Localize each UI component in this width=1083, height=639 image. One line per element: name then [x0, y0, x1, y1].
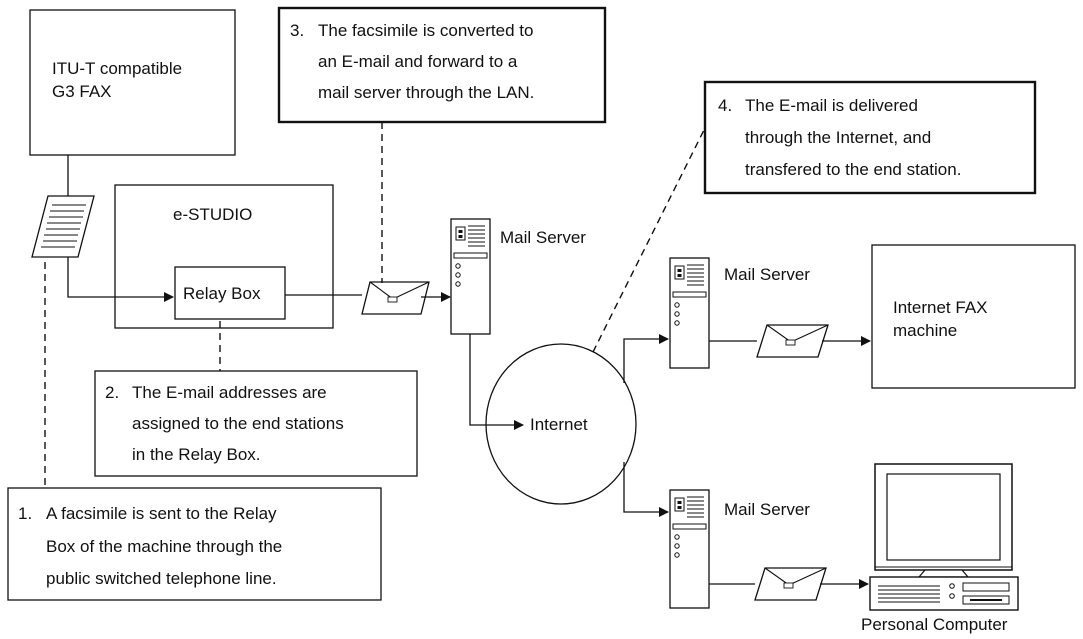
note-step-4-line1: The E-mail is delivered	[745, 96, 918, 115]
note-step-4-number: 4.	[718, 96, 732, 115]
internet-cloud: Internet	[485, 343, 637, 505]
note-step-1-line2: Box of the machine through the	[46, 537, 282, 556]
note-step-1-line3: public switched telephone line.	[46, 569, 277, 588]
g3-fax-box: ITU-T compatible G3 FAX	[29, 9, 236, 156]
personal-computer-label: Personal Computer	[861, 615, 1008, 634]
email-envelope-icon-3	[754, 567, 827, 601]
g3-fax-label-line1: ITU-T compatible	[52, 59, 182, 78]
e-studio-box: e-STUDIO	[114, 184, 334, 329]
mail-server-3-label: Mail Server	[724, 500, 810, 519]
mail-server-1-icon	[450, 218, 491, 335]
note-step-2-line3: in the Relay Box.	[132, 445, 261, 464]
note-step-3-line2: an E-mail and forward to a	[318, 52, 518, 71]
fax-document-icon	[31, 195, 95, 258]
note-step-1: 1. A facsimile is sent to the Relay Box …	[7, 487, 382, 601]
mail-server-1-label: Mail Server	[500, 228, 586, 247]
note-step-4-line3: transfered to the end station.	[745, 160, 961, 179]
relay-box: Relay Box	[174, 266, 286, 320]
email-envelope-icon-2	[756, 324, 829, 358]
internet-label: Internet	[530, 415, 588, 434]
internet-fax-machine-box: Internet FAX machine	[871, 244, 1076, 389]
note-step-3-line3: mail server through the LAN.	[318, 83, 534, 102]
note-step-2: 2. The E-mail addresses are assigned to …	[94, 370, 418, 477]
mail-server-2-icon	[669, 257, 710, 369]
internet-fax-label-line1: Internet FAX	[893, 298, 988, 317]
note-step-4: 4. The E-mail is delivered through the I…	[703, 80, 1037, 195]
note-step-3-line1: The facsimile is converted to	[318, 21, 533, 40]
note-step-4-line2: through the Internet, and	[745, 128, 931, 147]
leader-line-step4	[592, 129, 705, 353]
relay-box-label: Relay Box	[183, 284, 261, 303]
note-step-3-number: 3.	[290, 21, 304, 40]
note-step-1-number: 1.	[18, 504, 32, 523]
note-step-3: 3. The facsimile is converted to an E-ma…	[277, 6, 607, 124]
note-step-2-line1: The E-mail addresses are	[132, 383, 327, 402]
mail-server-3-icon	[669, 489, 710, 609]
internet-fax-label-line2: machine	[893, 321, 957, 340]
e-studio-label: e-STUDIO	[173, 205, 252, 224]
g3-fax-label-line2: G3 FAX	[52, 82, 112, 101]
email-envelope-icon-1	[361, 281, 430, 315]
note-step-2-number: 2.	[105, 383, 119, 402]
mail-server-2-label: Mail Server	[724, 265, 810, 284]
note-step-2-line2: assigned to the end stations	[132, 414, 344, 433]
note-step-1-line1: A facsimile is sent to the Relay	[46, 504, 277, 523]
personal-computer-icon	[869, 463, 1019, 611]
